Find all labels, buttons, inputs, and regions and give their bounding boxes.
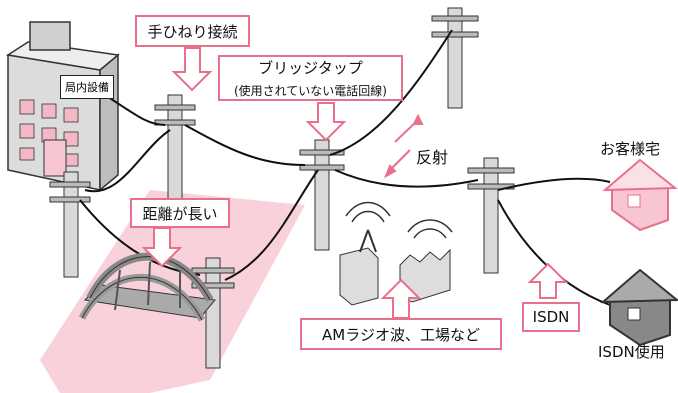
customer-house	[602, 158, 678, 232]
pole-a	[154, 94, 196, 201]
reflection-label: 反射	[416, 148, 449, 167]
pole-c	[191, 257, 235, 369]
long-distance-label-box: 距離が長い	[130, 198, 230, 228]
bridge-tap-sublabel: (使用されていない電話回線)	[233, 84, 387, 98]
long-distance-label: 距離が長い	[142, 204, 218, 223]
office-building	[5, 21, 120, 192]
bridge-tap-label-box: ブリッジタップ (使用されていない電話回線)	[218, 55, 403, 101]
pole-b	[49, 171, 91, 278]
customer-home-label: お客様宅	[600, 140, 661, 158]
am-radio-label: AMラジオ波、工場など	[322, 325, 480, 344]
radio-tower-building	[339, 201, 391, 306]
isdn-house	[600, 268, 678, 347]
bridge-tap-label: ブリッジタップ	[258, 59, 363, 77]
pole-d	[299, 139, 345, 251]
bridge	[78, 252, 216, 322]
hand-twist-label-box: 手ひねり接続	[135, 15, 250, 47]
isdn-label-box: ISDN	[522, 302, 580, 332]
isdn-use-label: ISDN使用	[598, 343, 665, 361]
reflection-arrows	[384, 113, 424, 179]
road-area	[40, 190, 305, 393]
pointer-arrows	[141, 47, 569, 319]
isdn-label: ISDN	[532, 308, 570, 326]
telephone-cables	[79, 29, 611, 306]
hand-twist-label: 手ひねり接続	[147, 22, 238, 41]
office-equipment-label: 局内設備	[60, 75, 114, 99]
pole-e	[431, 7, 479, 109]
am-radio-label-box: AMラジオ波、工場など	[300, 318, 502, 350]
